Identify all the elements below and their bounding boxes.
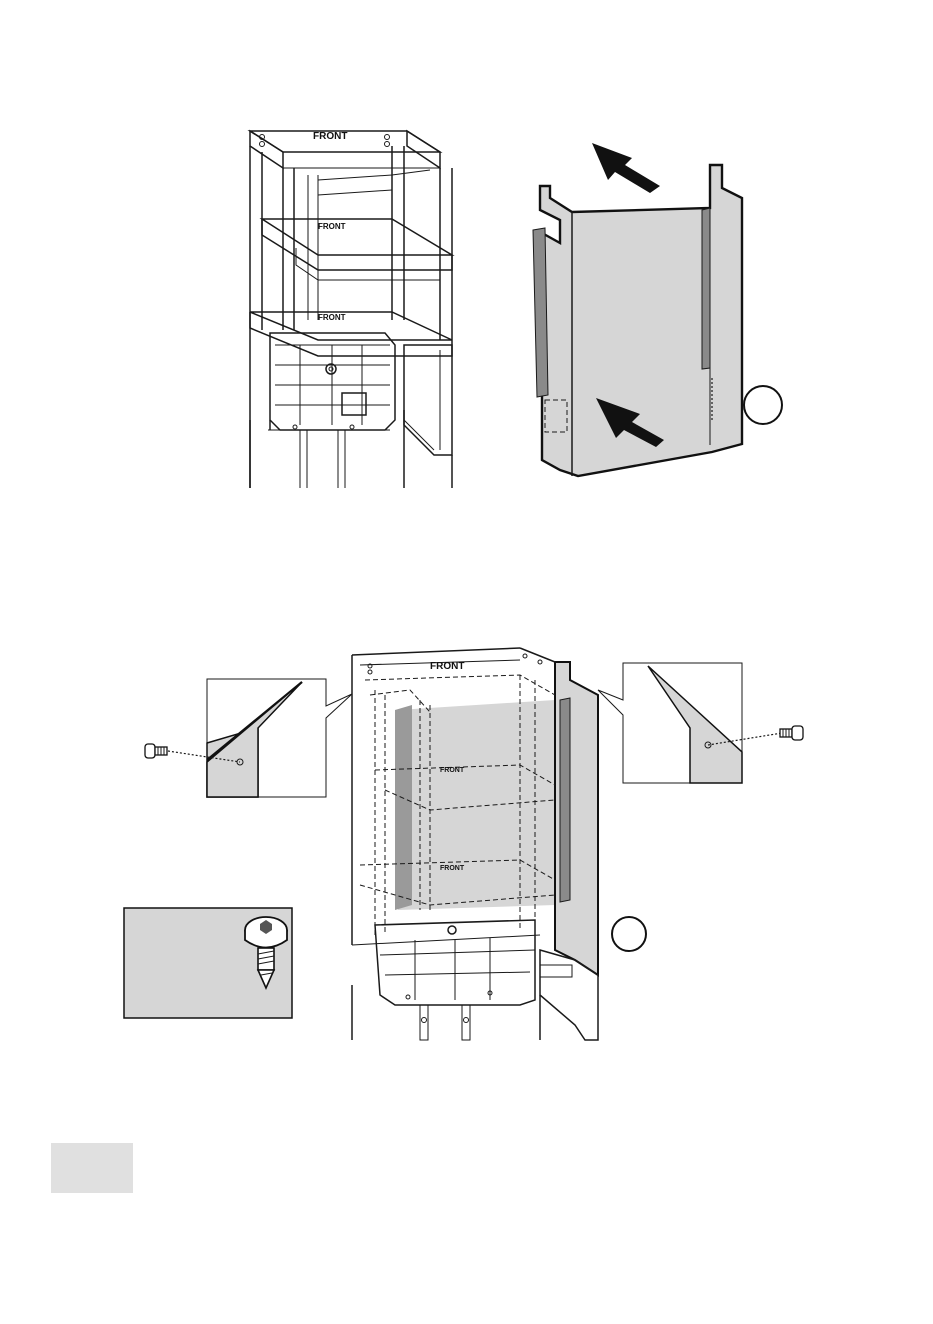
- assembled-hood: FRONT FRONT FRONT: [352, 648, 646, 1040]
- frame-structure-top: FRONT FRONT FRONT: [250, 131, 452, 488]
- frame-mid-front-label: FRONT: [318, 222, 346, 231]
- step-callout-circle: [612, 917, 646, 951]
- lower-top-front-label: FRONT: [430, 661, 464, 672]
- lower-mid-front-label: FRONT: [440, 767, 465, 774]
- screw-legend-box: [124, 908, 292, 1018]
- push-arrow-icon: [592, 143, 660, 193]
- lower-low-front-label: FRONT: [440, 865, 465, 872]
- page-number-box: [51, 1143, 133, 1193]
- frame-top-front-label: FRONT: [313, 131, 347, 142]
- frame-low-front-label: FRONT: [318, 313, 346, 322]
- step-callout-circle: [744, 386, 782, 424]
- screw-icon: [145, 744, 167, 758]
- detail-inset-right: [598, 663, 803, 783]
- cover-panel-top: [533, 143, 782, 476]
- screw-icon: [780, 726, 803, 740]
- detail-inset-left: [145, 679, 352, 797]
